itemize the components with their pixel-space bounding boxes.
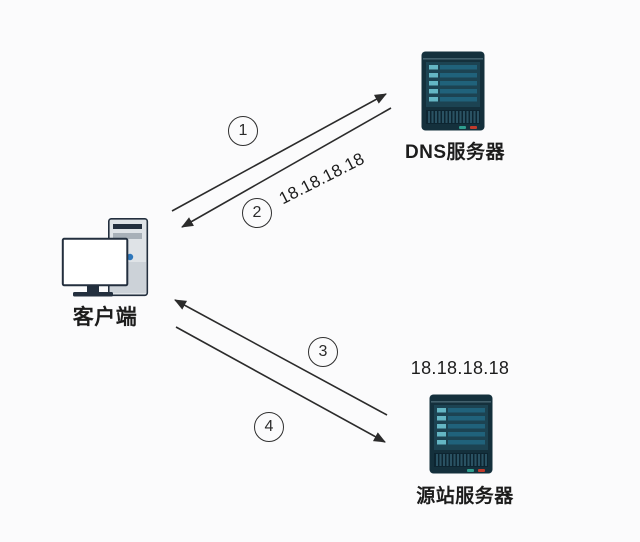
- step-badge-3: 3: [308, 337, 338, 367]
- dns-server-icon: [421, 51, 485, 131]
- dns-server-label: DNS服务器: [404, 142, 506, 163]
- origin-server-label: 源站服务器: [416, 486, 514, 507]
- origin-server-ip-label: 18.18.18.18: [410, 358, 510, 378]
- step-badge-2: 2: [242, 198, 272, 228]
- step-badge-4: 4: [254, 412, 284, 442]
- client-label: 客户端: [72, 306, 138, 329]
- step-badge-1: 1: [228, 116, 258, 146]
- arrow-1-client-to-dns: [171, 93, 387, 212]
- origin-server-icon: [429, 394, 493, 474]
- arrow-3-origin-to-client: [174, 299, 388, 416]
- arrow-4-client-to-origin: [175, 326, 386, 443]
- arrow-2-dns-to-client: [181, 107, 392, 228]
- client-computer-icon: [61, 218, 149, 297]
